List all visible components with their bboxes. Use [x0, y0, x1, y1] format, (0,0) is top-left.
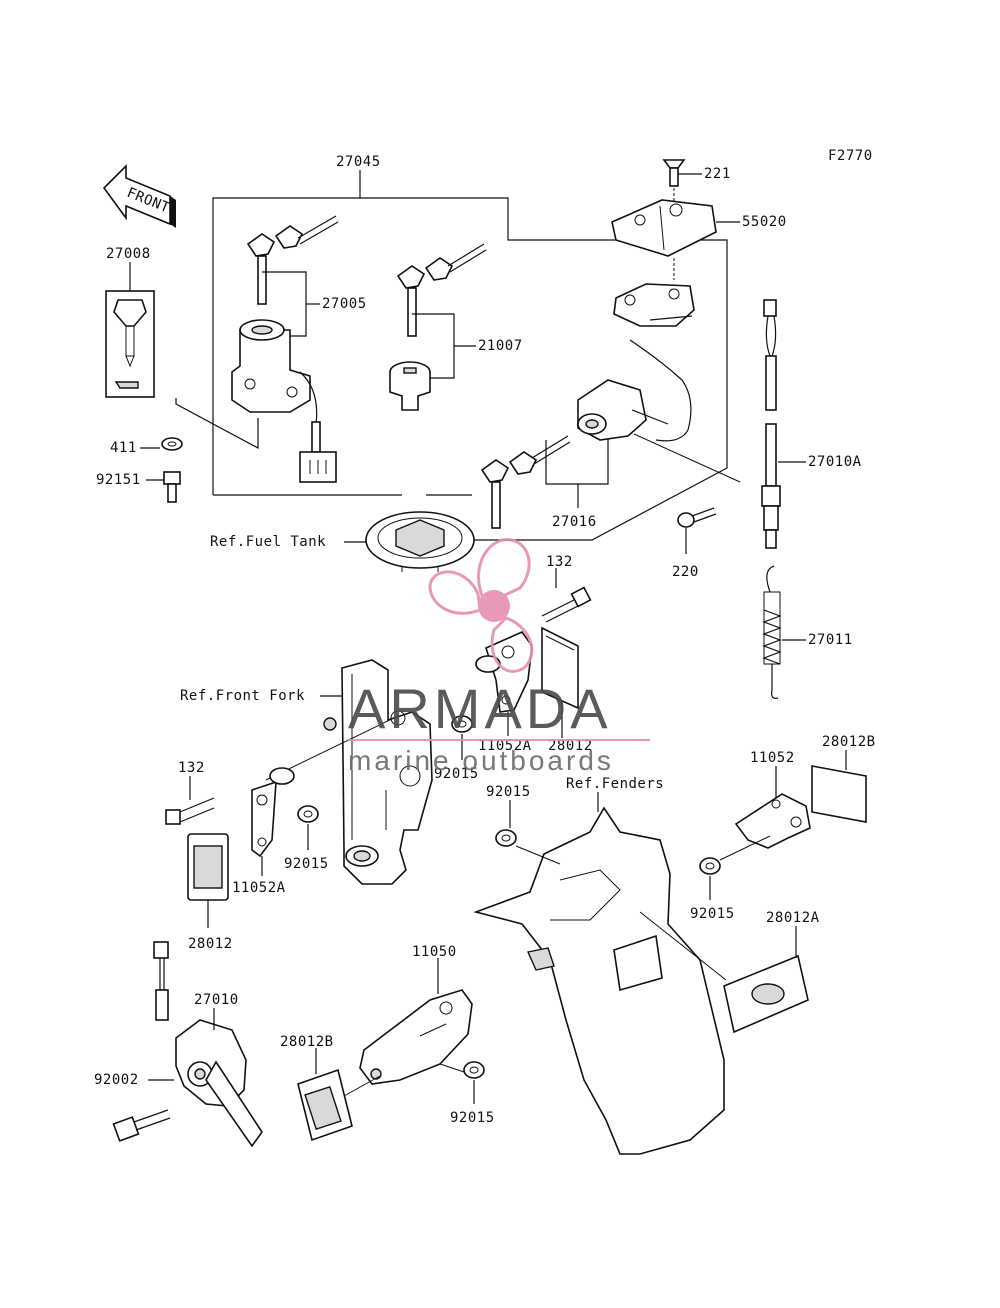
label-27010A: 27010A — [808, 454, 862, 470]
switch-27010 — [112, 941, 263, 1148]
label-11052A-top: 11052A — [478, 738, 532, 754]
label-11052A-left: 11052A — [232, 880, 286, 896]
label-92015-d: 92015 — [690, 906, 735, 922]
lock-cylinder — [389, 361, 431, 411]
bracket-11052 — [734, 789, 835, 849]
nut-92015-e — [463, 1061, 485, 1079]
label-27011: 27011 — [808, 632, 853, 648]
switch-27010A — [761, 299, 781, 549]
keys-27005 — [246, 215, 339, 305]
screw-221 — [662, 159, 686, 187]
reflector-28012-left — [187, 833, 229, 901]
label-11050: 11050 — [412, 944, 457, 960]
keys-27016 — [480, 435, 571, 529]
keys-21007 — [396, 243, 487, 337]
propeller-logo-icon — [428, 538, 534, 673]
plate-55020 — [611, 199, 717, 257]
label-132-top: 132 — [546, 554, 573, 570]
spring-27011 — [762, 565, 782, 699]
label-28012A: 28012A — [766, 910, 820, 926]
ref-fenders: Ref.Fenders — [566, 776, 664, 792]
label-27008: 27008 — [106, 246, 151, 262]
ref-front-fork: Ref.Front Fork — [180, 688, 305, 704]
front-arrow-icon: FRONT — [102, 164, 176, 228]
label-55020: 55020 — [742, 214, 787, 230]
label-221: 221 — [704, 166, 731, 182]
label-28012B-left: 28012B — [280, 1034, 334, 1050]
label-92015-e: 92015 — [450, 1110, 495, 1126]
watermark: ARMADA marine outboards — [348, 538, 650, 776]
nut-92015-b — [495, 829, 517, 847]
label-28012-left: 28012 — [188, 936, 233, 952]
label-92015-a: 92015 — [434, 766, 479, 782]
label-92002: 92002 — [94, 1072, 139, 1088]
watermark-brand: ARMADA — [348, 677, 612, 740]
bracket-11050 — [359, 989, 473, 1085]
seat-lock — [577, 379, 741, 483]
reflector-28012B-left — [297, 1068, 353, 1142]
reflector-28012A — [723, 954, 809, 1034]
label-27016: 27016 — [552, 514, 597, 530]
label-27045: 27045 — [336, 154, 381, 170]
label-92151: 92151 — [96, 472, 141, 488]
plate-28012-top — [541, 626, 579, 710]
ref-fuel-tank: Ref.Fuel Tank — [210, 534, 326, 550]
fuel-tank-cap — [365, 511, 475, 572]
ignition-switch — [231, 319, 337, 483]
nut-92015-c — [297, 805, 319, 823]
nut-92015-d — [699, 857, 721, 875]
bolt-92151 — [163, 471, 181, 503]
reflector-28012B-right — [811, 765, 867, 823]
label-28012B-right: 28012B — [822, 734, 876, 750]
screw-220 — [677, 507, 717, 528]
watermark-tagline: marine outboards — [348, 745, 614, 776]
label-27010: 27010 — [194, 992, 239, 1008]
bolt-132-top — [541, 586, 592, 623]
key-card-27008 — [105, 290, 155, 398]
label-92015-c: 92015 — [284, 856, 329, 872]
label-132-left: 132 — [178, 760, 205, 776]
label-220: 220 — [672, 564, 699, 580]
figure-code: F2770 — [828, 148, 873, 164]
label-11052: 11052 — [750, 750, 795, 766]
label-411: 411 — [110, 440, 137, 456]
seat-lock-base — [613, 283, 695, 442]
bolt-132-left — [165, 797, 215, 825]
propeller-hub-icon — [478, 590, 510, 622]
label-92015-b: 92015 — [486, 784, 531, 800]
rear-fender — [473, 806, 725, 1155]
label-21007: 21007 — [478, 338, 523, 354]
nut-92015-a — [451, 715, 473, 733]
washer-411 — [161, 437, 183, 451]
label-28012-top: 28012 — [548, 738, 593, 754]
front-fork — [323, 659, 433, 885]
label-27005: 27005 — [322, 296, 367, 312]
bracket-11052A-left — [251, 767, 295, 858]
